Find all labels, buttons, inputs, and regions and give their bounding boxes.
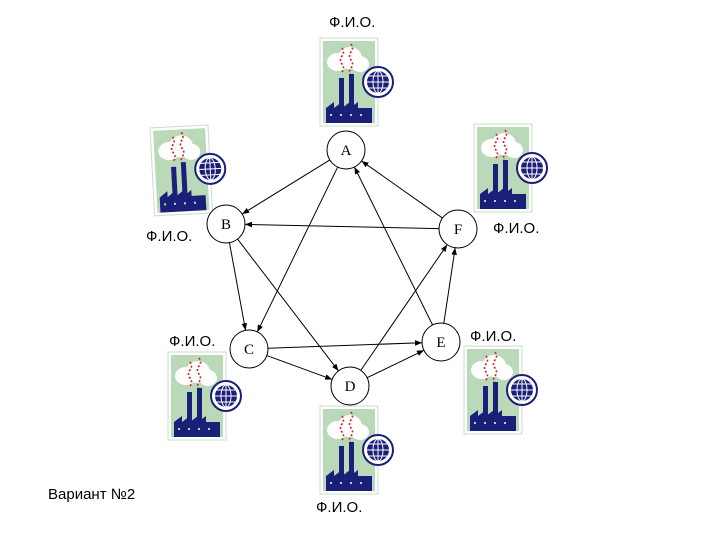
edge-b-d (237, 238, 339, 372)
node-circle (438, 209, 478, 249)
node-circle (421, 322, 461, 362)
node-label: F (454, 222, 462, 238)
edge-b-c (228, 242, 248, 331)
edge-e-f (443, 247, 457, 324)
name-label-b: Ф.И.О. (146, 228, 193, 245)
node-a: A (326, 130, 366, 170)
factory-globe-icon (463, 345, 538, 435)
factory-globe-icon (319, 37, 394, 127)
edge-c-e (267, 340, 423, 349)
edge-d-e (366, 349, 425, 379)
name-label-f: Ф.И.О. (493, 220, 540, 237)
node-label: A (341, 143, 352, 159)
node-label: D (345, 379, 356, 395)
variant-caption: Вариант №2 (48, 486, 136, 503)
node-circle (206, 204, 246, 244)
edge-a-b (241, 159, 331, 215)
edge-f-a (361, 160, 443, 219)
node-circle (229, 329, 269, 369)
name-label-e: Ф.И.О. (470, 328, 517, 345)
node-circle (326, 130, 366, 170)
node-d: D (330, 366, 370, 406)
node-e: E (421, 322, 461, 362)
edge-a-c (256, 166, 339, 333)
edge-c-d (266, 355, 333, 380)
node-label: C (244, 342, 254, 358)
node-label: B (221, 217, 231, 233)
name-label-c: Ф.И.О. (169, 333, 216, 350)
node-f: F (438, 209, 478, 249)
name-label-d: Ф.И.О. (316, 499, 363, 516)
name-label-a: Ф.И.О. (329, 14, 376, 31)
node-label: E (436, 335, 445, 351)
factory-globe-icon (149, 123, 229, 217)
nodes: A B C D E F (206, 130, 478, 406)
edge-f-b (244, 221, 440, 230)
node-c: C (229, 329, 269, 369)
factory-globe-icon (319, 405, 394, 495)
edges (228, 159, 457, 380)
factory-globe-icon (167, 351, 242, 441)
node-circle (330, 366, 370, 406)
node-b: B (206, 204, 246, 244)
factory-globe-icon (473, 123, 548, 213)
edge-e-a (353, 166, 434, 326)
edge-d-f (360, 244, 448, 371)
